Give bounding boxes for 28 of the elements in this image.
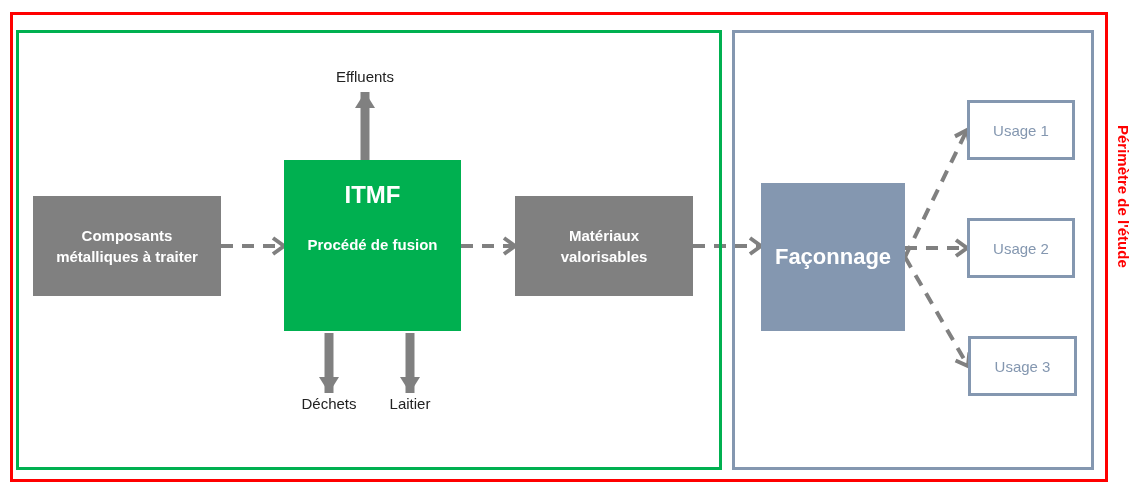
dashed-arrow bbox=[905, 238, 969, 258]
output-label: Déchets bbox=[294, 395, 364, 417]
usage-box bbox=[967, 218, 1075, 278]
output-label: Laitier bbox=[378, 395, 442, 417]
output-box bbox=[515, 196, 693, 296]
input-box bbox=[33, 196, 221, 296]
shaping-area-frame bbox=[732, 30, 1094, 470]
block-arrow bbox=[319, 333, 339, 393]
box-label: Façonnage bbox=[773, 242, 893, 271]
box-label: Usage 3 bbox=[994, 357, 1051, 375]
box-label: Usage 1 bbox=[993, 121, 1049, 139]
output-label: Effluents bbox=[325, 68, 405, 90]
box-label: Composants métalliques à traiter bbox=[55, 226, 199, 267]
dashed-arrow bbox=[693, 236, 763, 256]
process-box bbox=[284, 160, 461, 331]
dashed-arrow bbox=[461, 236, 517, 256]
usage-box bbox=[967, 100, 1075, 160]
block-arrow bbox=[400, 333, 420, 393]
usage-box bbox=[968, 336, 1077, 396]
process-area-frame bbox=[16, 30, 722, 470]
box-label: Matériaux valorisables bbox=[559, 226, 649, 267]
box-label: Procédé de fusion bbox=[306, 234, 439, 255]
block-arrow bbox=[355, 92, 375, 160]
boundary-label: Périmètre de l'étude bbox=[1115, 125, 1132, 268]
process-box bbox=[761, 183, 905, 331]
box-title: ITMF bbox=[343, 180, 402, 210]
box-label: Usage 2 bbox=[993, 239, 1049, 257]
dashed-arrow bbox=[221, 236, 286, 256]
